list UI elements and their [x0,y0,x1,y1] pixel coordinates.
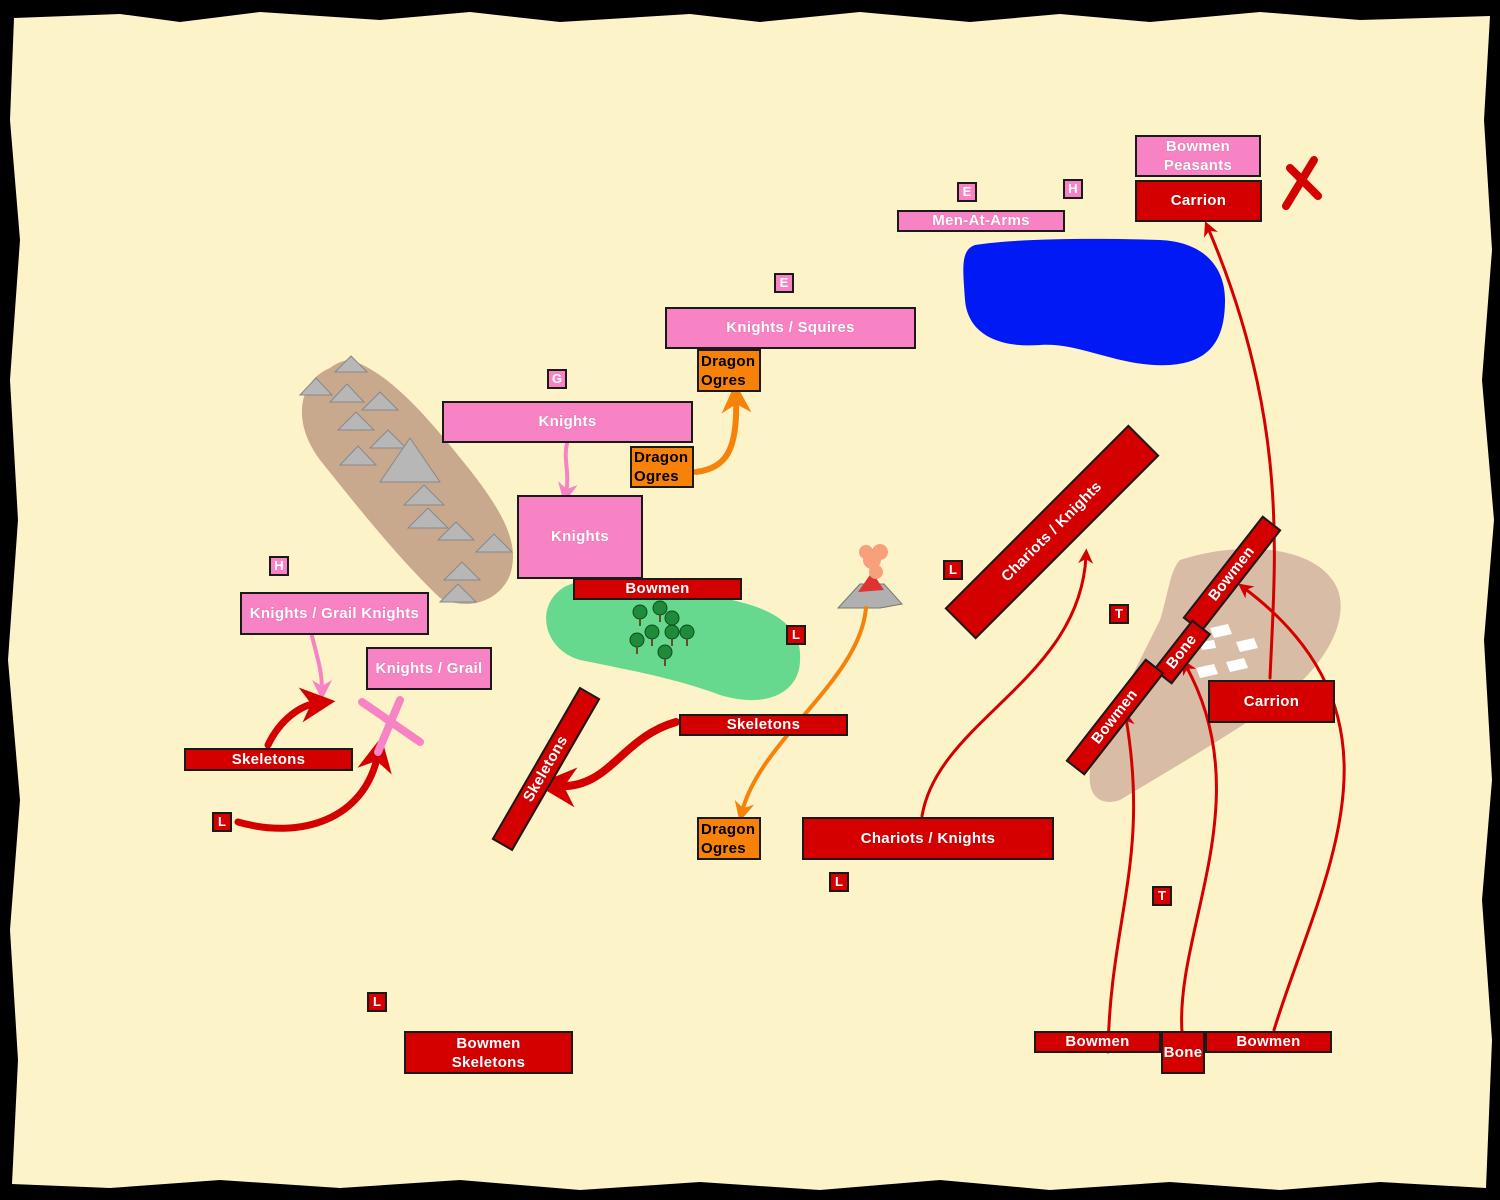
unit-knights-upper: Knights [442,401,693,443]
marker-e-top: E [957,182,977,202]
unit-bowmen-bottom-right: Bowmen [1205,1031,1332,1053]
arrow-dragon-ogres-top [693,383,752,475]
arrow-knights-advance [558,441,578,503]
unit-knights-lower: Knights [517,495,643,579]
volcano-icon [836,544,903,609]
unit-carrion-right: Carrion [1208,680,1335,723]
unit-knights-grail: Knights / Grail [366,647,492,690]
arrow-lord-lower-left [234,736,392,832]
marker-g-mid: G [547,369,567,389]
marker-l-bottom-left: L [367,992,387,1012]
arrow-bowmen-bottom-right [1238,583,1346,1032]
unit-bowmen-forest: Bowmen [573,578,742,600]
marker-l-lower-left: L [212,812,232,832]
unit-bowmen-bottom-left: Bowmen [1034,1031,1161,1053]
unit-skeletons-left: Skeletons [184,748,353,771]
destroyed-unit-red-cross-icon [1282,156,1322,210]
arrow-grail-knights-advance [310,634,332,700]
unit-bone-bottom: Bone [1161,1031,1205,1074]
unit-skeletons-center: Skeletons [679,714,848,736]
arrow-skeletons-center [536,718,680,808]
marker-h-top: H [1063,179,1083,199]
unit-knights-squires: Knights / Squires [665,307,916,349]
mountain-range-icon [298,355,514,604]
arrow-dragon-ogres-bottom [734,606,868,822]
marker-l-forest: L [786,625,806,645]
marker-l-bottom-center: L [829,872,849,892]
arrow-bowmen-bottom-left [1106,710,1136,1054]
arrow-skeletons-left [264,687,336,749]
unit-men-at-arms: Men-At-Arms [897,210,1065,232]
marker-h-left: H [269,556,289,576]
destroyed-unit-pink-cross-icon [358,696,424,756]
marker-t-bottom: T [1152,886,1172,906]
marker-t-right: T [1109,604,1129,624]
unit-chariots-knights-bottom: Chariots / Knights [802,817,1054,860]
lake [963,238,1225,366]
unit-knights-grail-knights: Knights / Grail Knights [240,592,429,635]
arrow-bone-bottom [1180,659,1218,1034]
marker-l-center: L [943,560,963,580]
unit-carrion-top: Carrion [1135,180,1262,222]
marker-e-mid: E [774,273,794,293]
hill-icon [1089,548,1341,802]
forest-icon [546,580,801,701]
arrow-carrion [1204,221,1276,680]
arrow-chariots-knights [920,548,1094,818]
